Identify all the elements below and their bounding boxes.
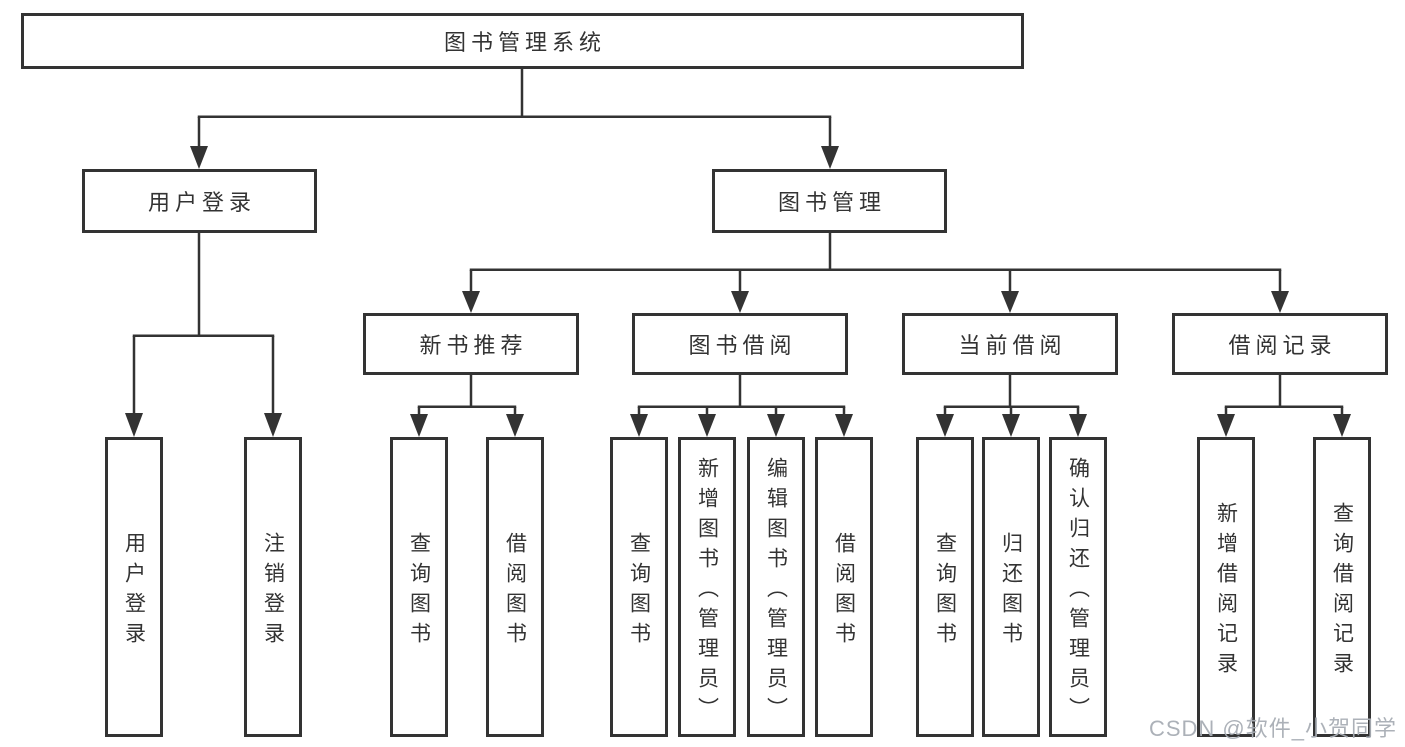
leaf-label: 查询图书 bbox=[407, 531, 431, 652]
leaf-label: 注销登录 bbox=[261, 531, 285, 652]
arrow-down-icon bbox=[821, 146, 839, 169]
arrow-down-icon bbox=[1001, 291, 1019, 313]
leaf-label: 用户登录 bbox=[122, 531, 146, 652]
arrow-down-icon bbox=[630, 414, 648, 437]
arrow-down-icon bbox=[190, 146, 208, 169]
leaf-user-login: 用户登录 bbox=[105, 437, 163, 737]
leaf-label: 归还图书 bbox=[999, 531, 1023, 652]
arrow-down-icon bbox=[835, 414, 853, 437]
node-book-management: 图书管理 bbox=[712, 169, 947, 233]
leaf-query-books-recommend: 查询图书 bbox=[390, 437, 448, 737]
arrow-down-icon bbox=[767, 414, 785, 437]
leaf-add-books-admin: 新增图书（管理员） bbox=[678, 437, 736, 737]
leaf-label: 新增图书（管理员） bbox=[695, 456, 719, 727]
node-label: 图书管理系统 bbox=[443, 30, 606, 55]
leaf-logout: 注销登录 bbox=[244, 437, 302, 737]
arrow-down-icon bbox=[1217, 414, 1235, 437]
leaf-label: 新增借阅记录 bbox=[1214, 501, 1238, 682]
node-label: 新书推荐 bbox=[419, 333, 528, 358]
leaf-label: 借阅图书 bbox=[832, 531, 856, 652]
leaf-query-books-current: 查询图书 bbox=[916, 437, 974, 737]
arrow-down-icon bbox=[410, 414, 428, 437]
node-new-book-recommend: 新书推荐 bbox=[363, 313, 579, 375]
leaf-label: 查询图书 bbox=[933, 531, 957, 652]
arrow-down-icon bbox=[1069, 414, 1087, 437]
node-label: 用户登录 bbox=[147, 190, 256, 215]
leaf-borrow-books-recommend: 借阅图书 bbox=[486, 437, 544, 737]
arrow-down-icon bbox=[1271, 291, 1289, 313]
leaf-label: 查询借阅记录 bbox=[1330, 501, 1354, 682]
node-library-management-system: 图书管理系统 bbox=[21, 13, 1024, 69]
arrow-down-icon bbox=[264, 413, 282, 437]
node-label: 借阅记录 bbox=[1228, 333, 1337, 358]
arrow-down-icon bbox=[462, 291, 480, 313]
arrow-down-icon bbox=[125, 413, 143, 437]
node-label: 图书管理 bbox=[777, 190, 886, 215]
leaf-borrow-books: 借阅图书 bbox=[815, 437, 873, 737]
node-current-borrowing: 当前借阅 bbox=[902, 313, 1118, 375]
leaf-return-books: 归还图书 bbox=[982, 437, 1040, 737]
node-book-borrowing: 图书借阅 bbox=[632, 313, 848, 375]
arrow-down-icon bbox=[731, 291, 749, 313]
watermark-text: CSDN @软件_小贺同学 bbox=[1148, 716, 1397, 741]
leaf-edit-books-admin: 编辑图书（管理员） bbox=[747, 437, 805, 737]
leaf-confirm-return-admin: 确认归还（管理员） bbox=[1049, 437, 1107, 737]
leaf-label: 查询图书 bbox=[627, 531, 651, 652]
leaf-add-borrow-record: 新增借阅记录 bbox=[1197, 437, 1255, 737]
node-user-login: 用户登录 bbox=[82, 169, 317, 233]
leaf-label: 确认归还（管理员） bbox=[1066, 456, 1090, 727]
arrowhead-icons bbox=[125, 146, 1351, 437]
arrow-down-icon bbox=[1333, 414, 1351, 437]
leaf-query-books-borrow: 查询图书 bbox=[610, 437, 668, 737]
node-label: 当前借阅 bbox=[958, 333, 1067, 358]
arrow-down-icon bbox=[936, 414, 954, 437]
leaf-label: 编辑图书（管理员） bbox=[764, 456, 788, 727]
arrow-down-icon bbox=[506, 414, 524, 437]
arrow-down-icon bbox=[1002, 414, 1020, 437]
leaf-query-borrow-record: 查询借阅记录 bbox=[1313, 437, 1371, 737]
node-label: 图书借阅 bbox=[688, 333, 797, 358]
leaf-label: 借阅图书 bbox=[503, 531, 527, 652]
node-borrowing-records: 借阅记录 bbox=[1172, 313, 1388, 375]
arrow-down-icon bbox=[698, 414, 716, 437]
